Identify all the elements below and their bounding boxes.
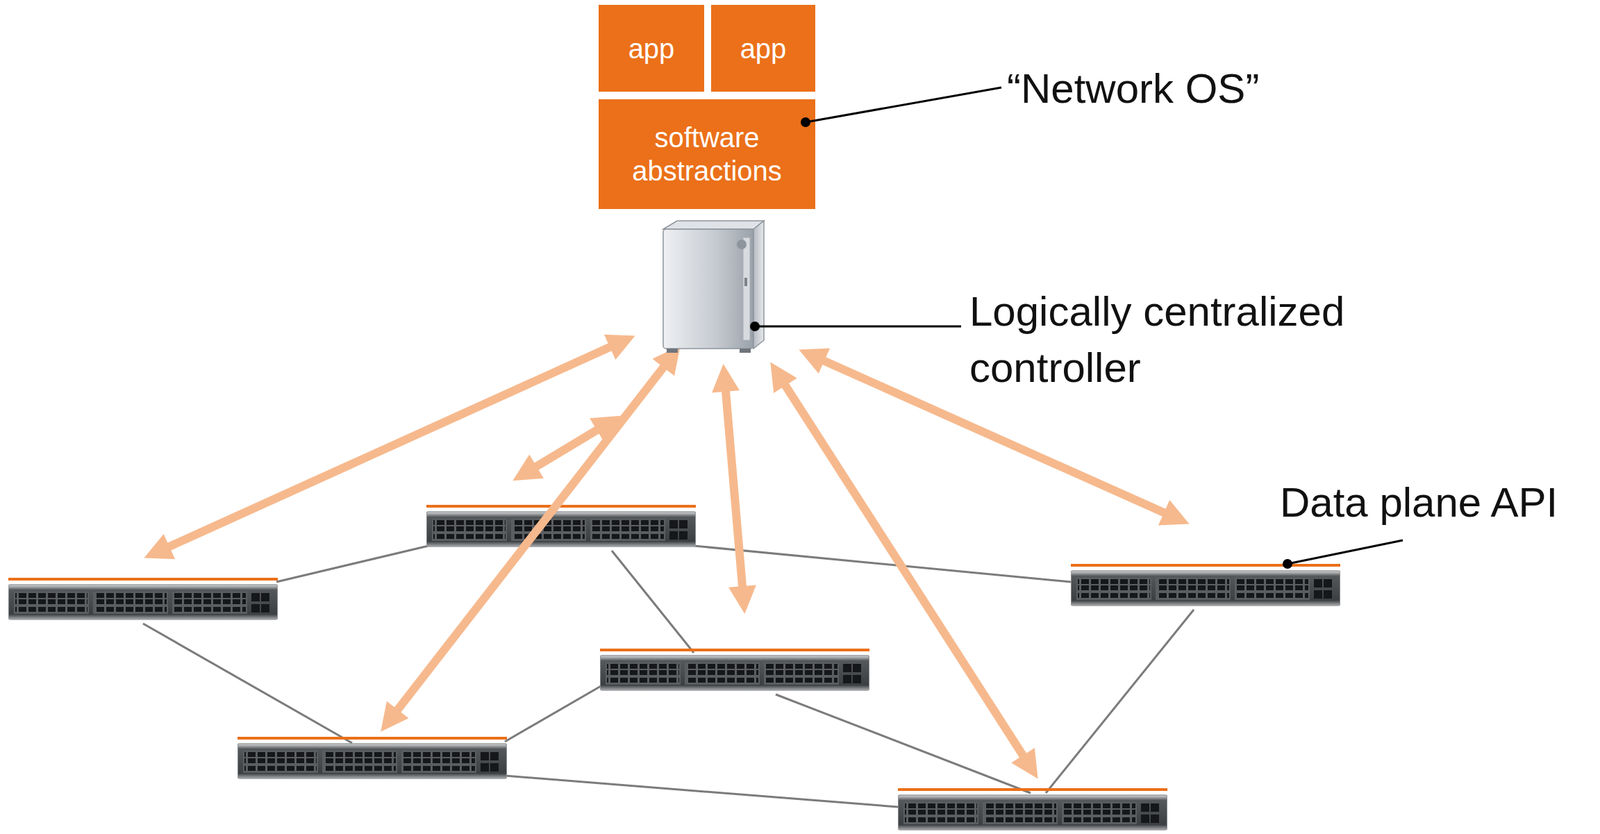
- switches: [8, 506, 1341, 830]
- box-text: app: [628, 31, 675, 66]
- orange-box: software abstractions: [598, 99, 816, 210]
- orange-box: app: [711, 4, 816, 92]
- box-text: software abstractions: [606, 120, 807, 188]
- orange-box: app: [598, 4, 705, 92]
- controller-server: [663, 220, 764, 353]
- switch-links: [143, 545, 1194, 807]
- data-plane-label: Data plane API: [1279, 477, 1558, 528]
- network-os-label: “Network OS”: [1006, 63, 1260, 114]
- controller-label: Logically centralized controller: [969, 283, 1498, 396]
- control-arrows: [154, 340, 1180, 770]
- box-text: app: [740, 31, 787, 66]
